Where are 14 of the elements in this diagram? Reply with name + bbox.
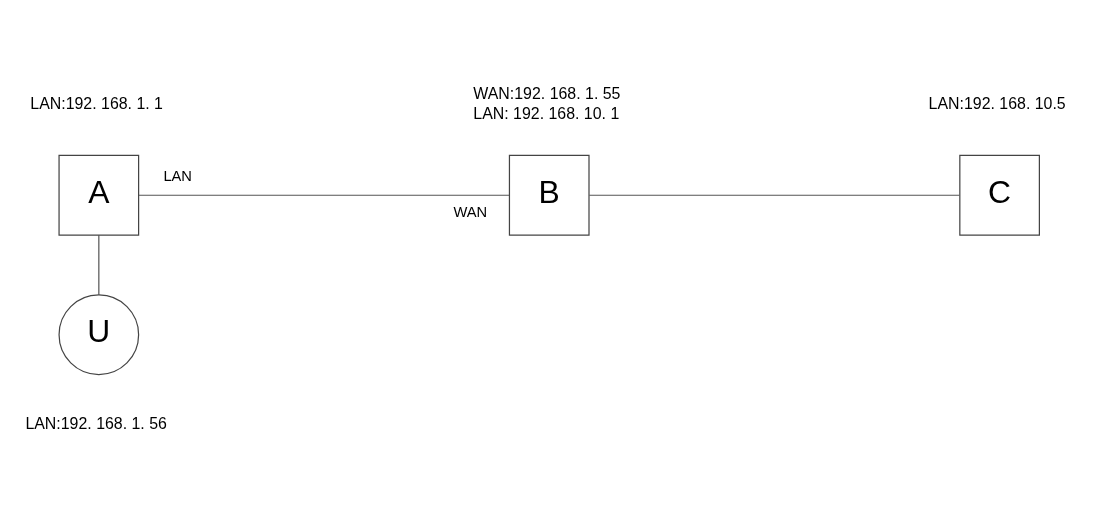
- node-label: LAN:192. 168. 10.5: [928, 94, 1066, 112]
- node-box: B: [508, 154, 590, 236]
- connector: [588, 194, 961, 196]
- node-circle: U: [58, 294, 140, 376]
- label: WAN: [453, 204, 488, 221]
- node-label: LAN:192. 168. 1. 1: [30, 94, 163, 112]
- node-box: C: [959, 154, 1040, 236]
- node-box: A: [58, 154, 140, 236]
- connector: [138, 194, 510, 196]
- node-label: WAN:192. 168. 1. 55: [473, 85, 621, 103]
- node-label: LAN: 192. 168. 10. 1: [473, 104, 620, 122]
- connector: [98, 234, 100, 296]
- node-label: LAN:192. 168. 1. 56: [25, 415, 167, 433]
- label: LAN: [163, 167, 192, 184]
